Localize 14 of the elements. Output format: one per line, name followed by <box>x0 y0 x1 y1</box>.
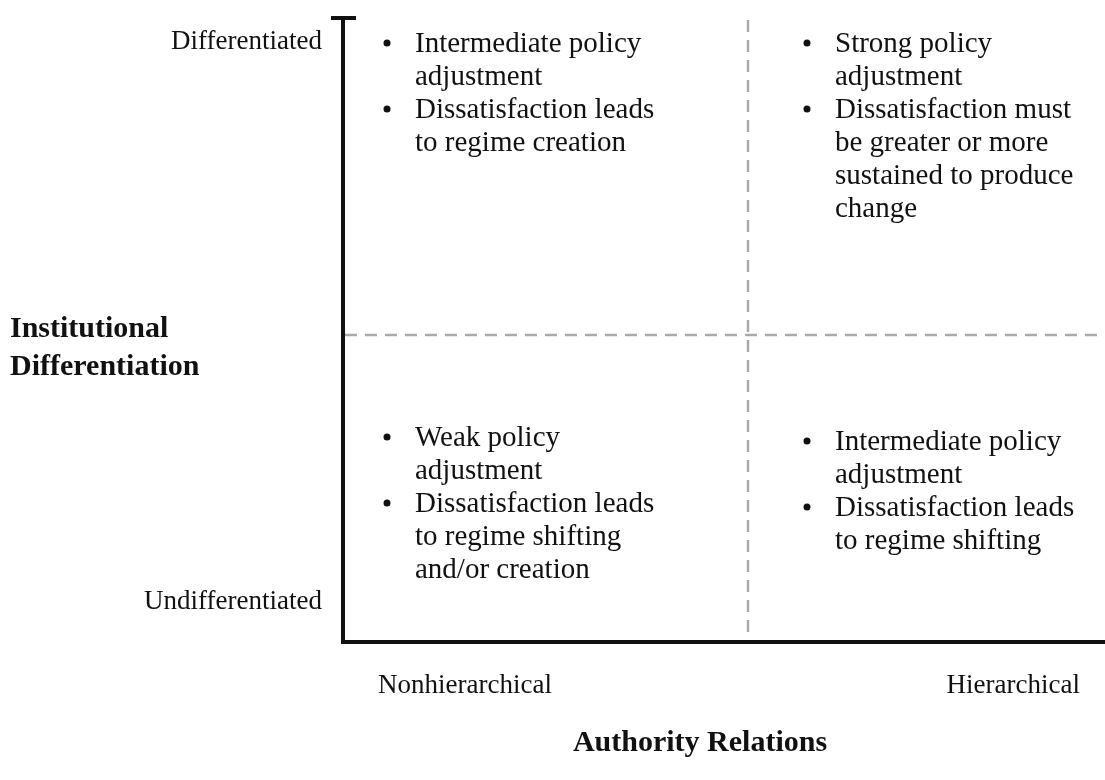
bullet-text: Weak policy adjustment <box>415 420 562 486</box>
bullet-text: Strong policy adjustment <box>835 26 994 92</box>
axis-tick-label: Differentiated <box>170 24 322 56</box>
bullet-text: Dissatisfaction leads to regime shifting and/or creation <box>415 486 656 585</box>
bullet-text: Dissatisfaction leads to regime shifting <box>835 490 1076 556</box>
bullet-text: Dissatisfaction leads to regime creation <box>415 92 656 158</box>
axis-tick-label: Nonhierarchical <box>378 668 553 700</box>
axis-tick-label: Hierarchical <box>945 668 1080 700</box>
bullet-text: Dissatisfaction must be greater or more sustained to produce change <box>835 92 1075 224</box>
bullet-text: Intermediate policy adjustment <box>835 424 1063 490</box>
bullet-text: Intermediate policy adjustment <box>415 26 643 92</box>
axis-tick-label: Undifferentiated <box>143 584 322 616</box>
axis-title: Institutional Differentiation <box>10 309 201 383</box>
axis-title: Authority Relations <box>571 723 829 759</box>
